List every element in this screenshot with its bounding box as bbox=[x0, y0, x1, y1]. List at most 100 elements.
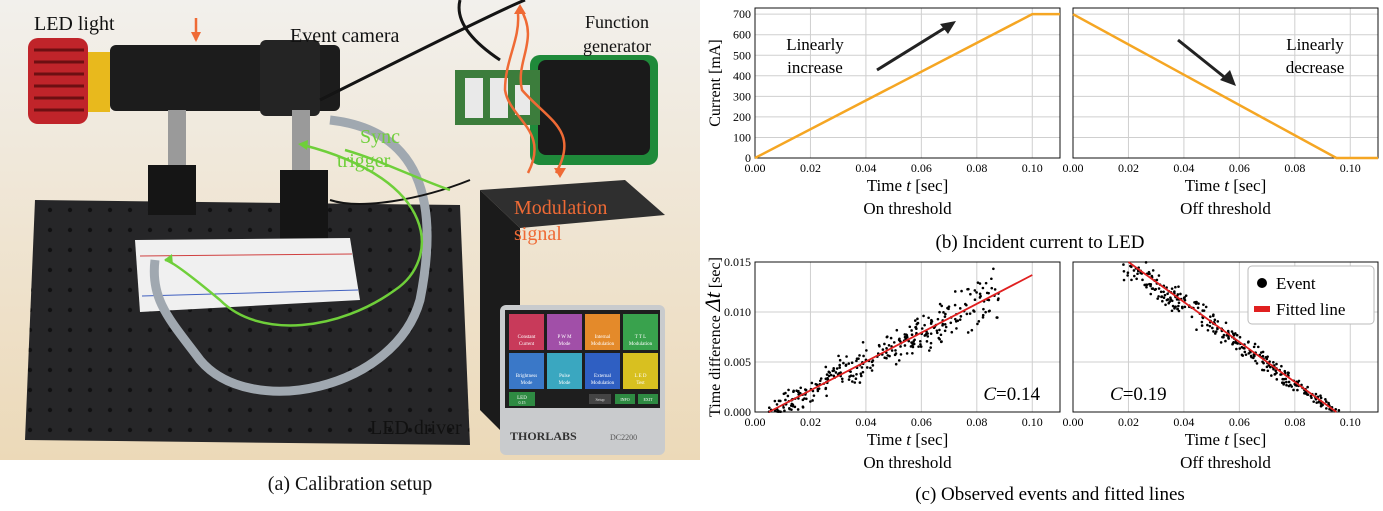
event-point bbox=[779, 410, 782, 414]
c-value-annotation: C=0.14 bbox=[983, 384, 1040, 405]
event-point bbox=[871, 359, 875, 362]
led-light-label: LED light bbox=[34, 13, 115, 35]
led-status-button[interactable] bbox=[509, 392, 535, 406]
mode-tile-line1: Internal bbox=[595, 335, 611, 340]
event-point bbox=[1149, 292, 1153, 296]
mode-tile[interactable] bbox=[623, 314, 658, 350]
mode-tile[interactable] bbox=[509, 353, 544, 389]
x-tick-label: 0.02 bbox=[1118, 161, 1139, 175]
event-point bbox=[1173, 305, 1177, 309]
event-point bbox=[1176, 307, 1180, 311]
chart-subtitle: Off threshold bbox=[1180, 199, 1271, 218]
event-point bbox=[1136, 272, 1139, 276]
event-point bbox=[865, 366, 869, 369]
x-axis-label: Time t [sec] bbox=[1185, 430, 1267, 449]
event-point bbox=[1177, 285, 1180, 288]
legend-box bbox=[1247, 265, 1375, 325]
event-point bbox=[973, 289, 977, 292]
event-point bbox=[1287, 384, 1291, 388]
event-point bbox=[805, 397, 808, 401]
event-point bbox=[1222, 335, 1225, 339]
event-point bbox=[1319, 396, 1323, 400]
event-point bbox=[1195, 300, 1198, 304]
event-point bbox=[810, 381, 814, 385]
event-point bbox=[916, 322, 919, 325]
mode-tile-line1: Constant bbox=[518, 335, 536, 340]
mode-tile[interactable] bbox=[509, 314, 544, 350]
event-point bbox=[1310, 396, 1313, 399]
mode-tile[interactable] bbox=[547, 353, 582, 389]
event-point bbox=[959, 315, 963, 318]
event-point bbox=[954, 320, 958, 323]
event-point bbox=[870, 369, 874, 372]
event-point bbox=[985, 291, 989, 295]
event-point bbox=[1208, 324, 1212, 328]
x-tick-label: 0.10 bbox=[1340, 161, 1361, 175]
mode-tile[interactable] bbox=[623, 353, 658, 389]
event-point bbox=[905, 352, 909, 355]
event-point bbox=[1141, 278, 1144, 282]
event-point bbox=[847, 362, 851, 365]
fitted-line bbox=[1127, 261, 1337, 413]
event-point bbox=[1195, 328, 1198, 332]
exit-button[interactable] bbox=[638, 394, 658, 404]
x-tick-label: 0.00 bbox=[745, 415, 766, 429]
modulation-signal-label-1: Modulation bbox=[514, 197, 607, 219]
event-point bbox=[1170, 309, 1174, 313]
event-point bbox=[1177, 301, 1181, 305]
mode-tile-line1: Pulse bbox=[559, 374, 571, 379]
event-point bbox=[1306, 385, 1309, 389]
event-point bbox=[801, 398, 805, 402]
annotation-line2: increase bbox=[787, 58, 843, 77]
x-tick-label: 0.08 bbox=[1284, 415, 1305, 429]
event-point bbox=[984, 310, 987, 314]
event-point bbox=[860, 366, 864, 369]
event-point bbox=[892, 341, 896, 344]
event-point bbox=[852, 374, 855, 378]
event-point bbox=[788, 406, 791, 410]
event-point bbox=[1214, 330, 1218, 333]
event-point bbox=[1213, 318, 1217, 322]
mode-tile[interactable] bbox=[585, 314, 620, 350]
fitted-line bbox=[768, 274, 1033, 413]
led-light-heatsink bbox=[28, 38, 88, 124]
setup-button[interactable] bbox=[589, 394, 611, 404]
event-point bbox=[1337, 408, 1341, 412]
setup-button-label: Setup bbox=[595, 397, 604, 402]
mode-tile[interactable] bbox=[547, 314, 582, 350]
info-button[interactable] bbox=[615, 394, 635, 404]
event-point bbox=[1270, 374, 1273, 377]
event-point bbox=[1132, 269, 1136, 272]
event-camera-label: Event camera bbox=[290, 25, 399, 47]
mode-tile[interactable] bbox=[585, 353, 620, 389]
event-point bbox=[1216, 320, 1220, 323]
event-point bbox=[1285, 383, 1288, 387]
y-tick-label: 300 bbox=[733, 89, 751, 103]
gray-cable bbox=[149, 115, 432, 396]
event-point bbox=[944, 325, 948, 329]
device-brand: THORLABS bbox=[510, 429, 577, 443]
decrease-arrowhead bbox=[1220, 70, 1236, 86]
event-point bbox=[1235, 347, 1238, 351]
event-point bbox=[787, 388, 790, 392]
event-point bbox=[861, 370, 865, 374]
event-point bbox=[1154, 287, 1158, 291]
y-axis-label: Current [mA] bbox=[707, 39, 724, 127]
event-point bbox=[1144, 261, 1148, 264]
event-point bbox=[775, 403, 779, 406]
event-point bbox=[1170, 299, 1174, 303]
event-point bbox=[1197, 302, 1200, 305]
event-point bbox=[944, 312, 947, 316]
event-point bbox=[871, 364, 875, 367]
event-point bbox=[1157, 295, 1160, 298]
event-point bbox=[1222, 333, 1226, 337]
caption-c: (c) Observed events and fitted lines bbox=[915, 484, 1185, 505]
event-point bbox=[940, 304, 944, 308]
event-point bbox=[924, 332, 928, 336]
event-point bbox=[812, 394, 816, 397]
event-point bbox=[887, 343, 891, 347]
event-point bbox=[1250, 355, 1253, 359]
